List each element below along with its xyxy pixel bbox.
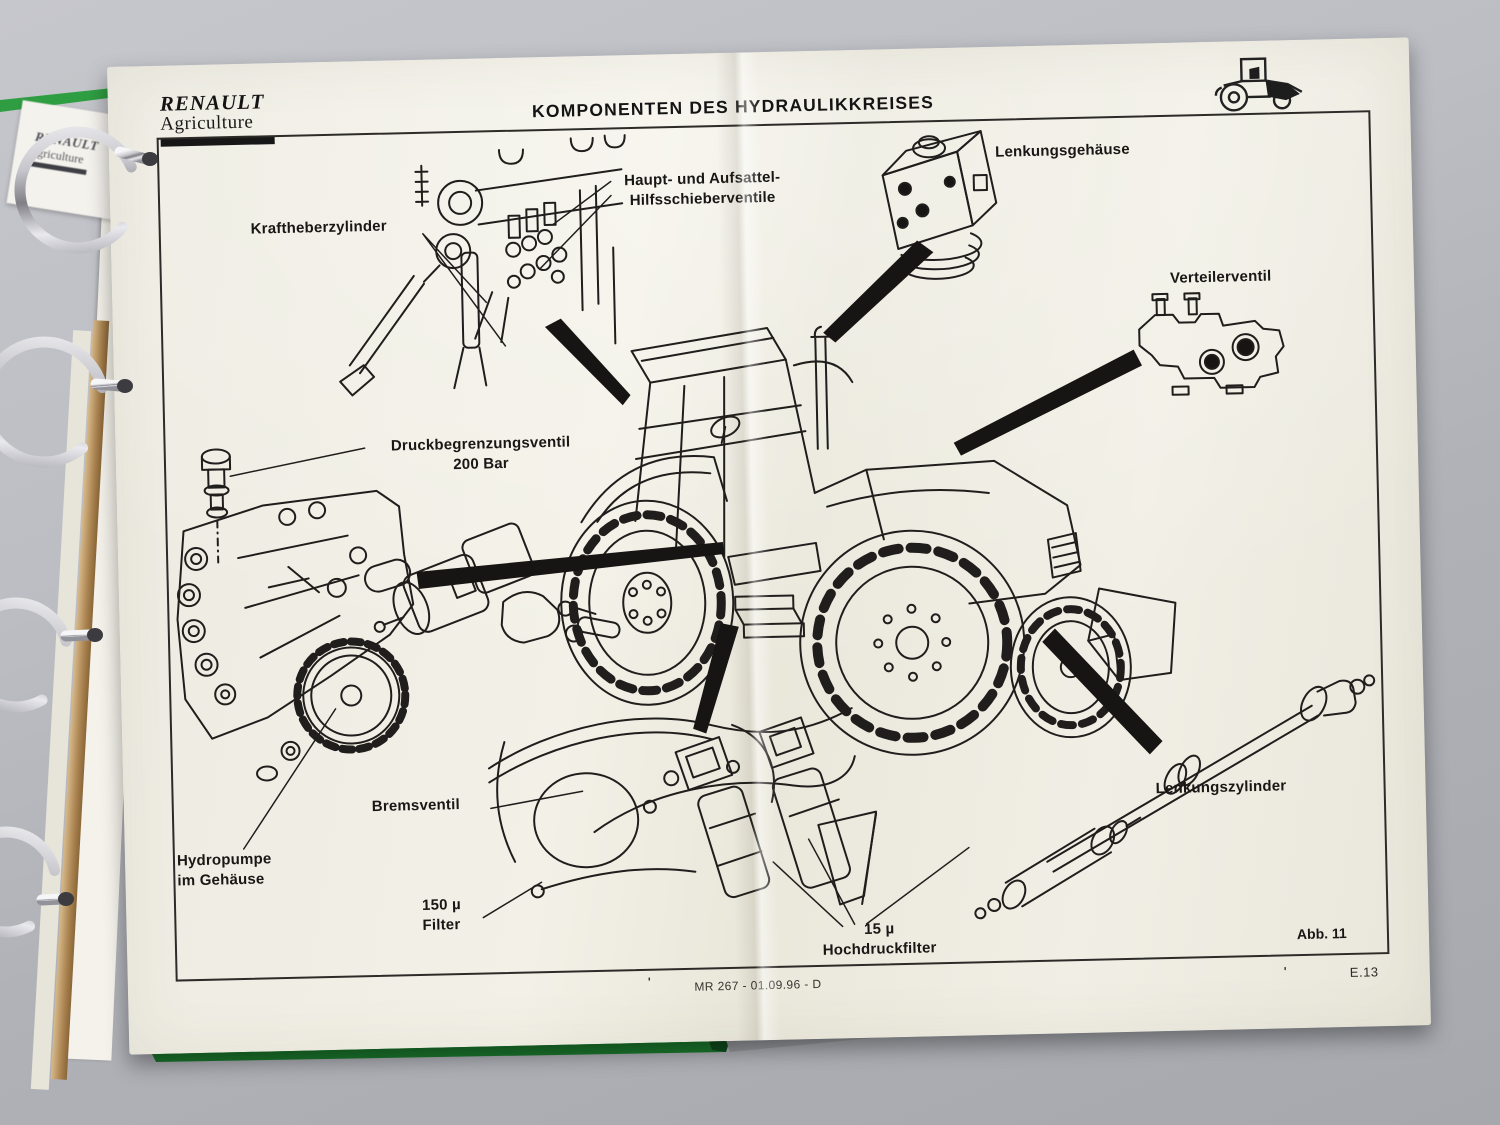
label-hydropumpe-line2: im Gehäuse [177,870,265,890]
label-bremsventil: Bremsventil [371,796,461,816]
leader-lines [229,180,970,928]
steering-housing-drawing [881,130,998,280]
label-verteilerventil: Verteilerventil [1169,267,1272,287]
tractor-icon-window [1249,66,1260,79]
pressure-relief-valve-drawing [200,448,232,564]
figure-number: Abb. 11 [1296,924,1347,943]
diagram-frame: Abb. 11 [156,110,1390,982]
hydraulic-pump-drawing [176,489,621,782]
distributor-valve-drawing [1138,292,1285,396]
label-hauptventile: Haupt- und Aufsattel- Hilfsschieberventi… [609,167,795,211]
label-lenkungszylinder: Lenkungszylinder [1155,777,1287,798]
label-hydropumpe: Hydropumpe im Gehäuse [177,849,272,891]
hydraulic-diagram-drawing [176,130,1376,928]
footer-tick-right: ' [1283,964,1287,979]
label-hydropumpe-line1: Hydropumpe [176,850,272,870]
label-hochdruckfilter: 15 µ Hochdruckfilter [777,917,983,962]
steering-cylinder-drawing [974,674,1376,920]
label-kraftheberzylinder: Kraftheberzylinder [250,217,387,238]
label-filter-150-line2: Filter [422,916,461,934]
pointer-wedges [416,240,1163,755]
footer-page-ref: E.13 [1349,964,1379,980]
manual-page: RENAULT Agriculture KOMPONENTEN DES HYDR… [106,37,1432,1055]
label-druckbegrenzungsventil: Druckbegrenzungsventil 200 Bar [377,432,584,477]
label-filter-150: 150 µ Filter [422,895,462,936]
tractor-icon-engine [1265,80,1300,101]
label-lenkungsgehaeuse: Lenkungsgehäuse [994,140,1130,161]
tractor-drawing [560,325,1177,756]
label-filter-150-line1: 150 µ [421,896,462,914]
tractor-icon [1214,57,1303,112]
brake-valve-drawing [487,707,878,906]
label-hauptventile-line2: Hilfsschieberventile [629,188,776,210]
